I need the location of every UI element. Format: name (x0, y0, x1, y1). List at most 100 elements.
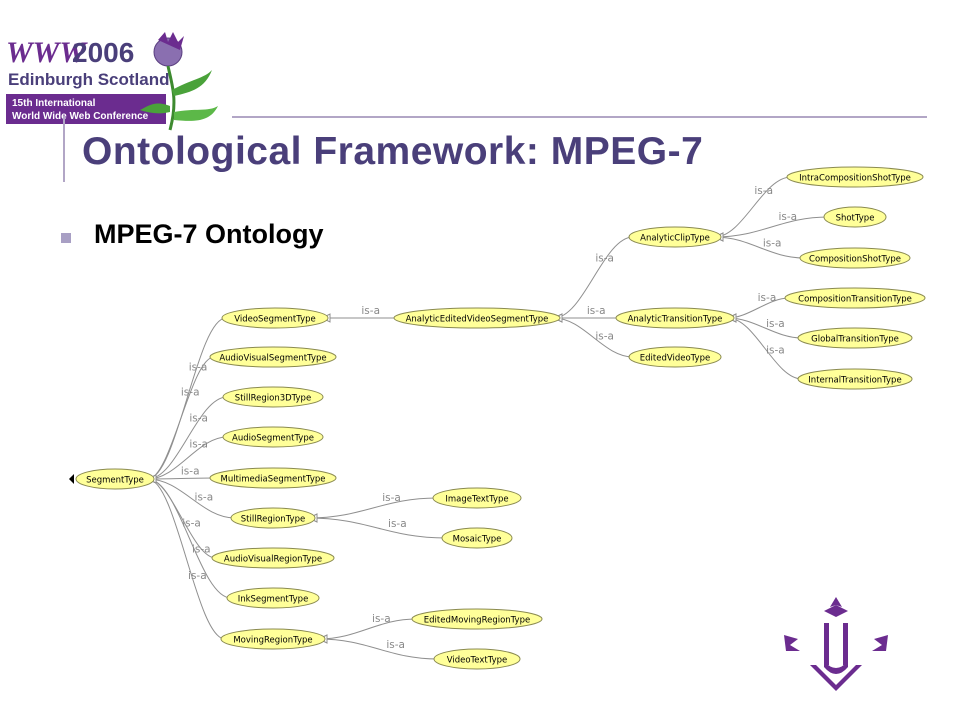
node-AudioVisualSegmentType[interactable]: AudioVisualSegmentType (209, 346, 337, 368)
node-VideoSegmentType[interactable]: VideoSegmentType (221, 307, 329, 329)
node-label: AudioSegmentType (232, 434, 314, 444)
edge-line (147, 436, 228, 480)
node-ellipse (797, 368, 913, 390)
logo-location: Edinburgh Scotland (8, 70, 170, 89)
node-MovingRegionType[interactable]: MovingRegionType (220, 628, 326, 650)
node-MosaicType[interactable]: MosaicType (441, 527, 513, 549)
node-AudioSegmentType[interactable]: AudioSegmentType (222, 426, 324, 448)
node-label: InternalTransitionType (808, 376, 901, 386)
edge-label: is-a (182, 517, 201, 529)
edge-label: is-a (189, 413, 208, 425)
node-VideoTextType[interactable]: VideoTextType (433, 648, 521, 670)
node-ellipse (823, 206, 887, 228)
edge-IntraCompositionShotType-to-AnalyticClipType: is-a (713, 176, 792, 242)
edge-line (714, 176, 792, 238)
node-SegmentType[interactable]: SegmentType (75, 468, 155, 490)
node-CompositionTransitionType[interactable]: CompositionTransitionType (784, 287, 926, 309)
node-ellipse (628, 226, 722, 248)
edge-label: is-a (361, 305, 380, 317)
edge-MosaicType-to-StillRegionType: is-a (307, 513, 447, 539)
edge-label: is-a (181, 387, 200, 399)
edge-AnalyticEditedVideoSegmentType-to-VideoSegmentType: is-a (320, 305, 398, 323)
edge-line (147, 478, 232, 599)
title-rule (63, 116, 65, 182)
node-ImageTextType[interactable]: ImageTextType (432, 487, 522, 509)
node-IntraCompositionShotType[interactable]: IntraCompositionShotType (786, 166, 924, 188)
edge-InternalTransitionType-to-AnalyticTransitionType: is-a (726, 313, 803, 380)
bullet-text: MPEG-7 Ontology (94, 219, 324, 249)
edge-line (553, 317, 634, 358)
node-InkSegmentType[interactable]: InkSegmentType (226, 587, 320, 609)
node-ellipse (209, 467, 337, 489)
node-label: CompositionTransitionType (798, 295, 912, 305)
node-EditedVideoType[interactable]: EditedVideoType (628, 346, 722, 368)
node-ellipse (628, 346, 722, 368)
node-ellipse (433, 648, 521, 670)
logo-www: WWW (6, 36, 88, 69)
edge-VideoTextType-to-MovingRegionType: is-a (317, 634, 439, 660)
logo-year: 2006 (72, 37, 134, 68)
edge-line (553, 236, 634, 319)
node-ellipse (784, 287, 926, 309)
edge-ImageTextType-to-StillRegionType: is-a (307, 492, 438, 523)
university-emblem-icon (784, 597, 888, 691)
edge-label: is-a (195, 491, 214, 503)
edge-label: is-a (778, 211, 797, 223)
edge-line (318, 638, 439, 660)
edge-line (147, 396, 228, 480)
edge-line (714, 216, 829, 238)
edge-line (308, 497, 438, 519)
node-StillRegion3DType[interactable]: StillRegion3DType (222, 386, 324, 408)
node-label: GlobalTransitionType (811, 335, 899, 345)
edge-label: is-a (189, 439, 208, 451)
node-InternalTransitionType[interactable]: InternalTransitionType (797, 368, 913, 390)
edge-line (727, 317, 803, 380)
nodes-layer: SegmentType VideoSegmentTypeAudioVisualSe… (69, 166, 926, 670)
node-ellipse (221, 307, 329, 329)
node-label: VideoTextType (447, 656, 508, 666)
node-label: StillRegionType (241, 515, 305, 525)
edge-label: is-a (189, 361, 208, 373)
node-ellipse (799, 247, 911, 269)
node-AnalyticTransitionType[interactable]: AnalyticTransitionType (615, 307, 735, 329)
edge-label: is-a (595, 330, 614, 342)
node-label: AnalyticTransitionType (628, 315, 723, 325)
node-label: AudioVisualSegmentType (219, 354, 326, 364)
node-AnalyticEditedVideoSegmentType[interactable]: AnalyticEditedVideoSegmentType (393, 307, 561, 329)
node-AnalyticClipType[interactable]: AnalyticClipType (628, 226, 722, 248)
node-label: CompositionShotType (809, 255, 901, 265)
node-label: MosaicType (453, 535, 502, 545)
node-ellipse (222, 426, 324, 448)
node-label: SegmentType (86, 476, 144, 486)
edge-label: is-a (372, 613, 391, 625)
node-CompositionShotType[interactable]: CompositionShotType (799, 247, 911, 269)
node-label: EditedMovingRegionType (424, 616, 530, 626)
node-MultimediaSegmentType[interactable]: MultimediaSegmentType (209, 467, 337, 489)
www2006-logo: WWW 2006 Edinburgh Scotland 15th Interna… (6, 32, 218, 131)
edge-GlobalTransitionType-to-AnalyticTransitionType: is-a (726, 313, 803, 339)
node-label: MultimediaSegmentType (220, 475, 325, 485)
edge-ShotType-to-AnalyticClipType: is-a (713, 211, 829, 242)
node-AudioVisualRegionType[interactable]: AudioVisualRegionType (211, 547, 335, 569)
node-ellipse (441, 527, 513, 549)
node-ellipse (797, 327, 913, 349)
node-ShotType[interactable]: ShotType (823, 206, 887, 228)
node-label: AnalyticClipType (640, 234, 710, 244)
node-ellipse (432, 487, 522, 509)
expand-arrow-icon[interactable] (69, 474, 74, 484)
node-EditedMovingRegionType[interactable]: EditedMovingRegionType (411, 608, 543, 630)
edge-line (318, 618, 417, 640)
node-ellipse (211, 547, 335, 569)
node-ellipse (220, 628, 326, 650)
edge-line (147, 478, 236, 519)
node-ellipse (226, 587, 320, 609)
node-StillRegionType[interactable]: StillRegionType (230, 507, 316, 529)
edge-label: is-a (763, 238, 782, 250)
node-label: EditedVideoType (640, 354, 710, 364)
edge-label: is-a (595, 252, 614, 264)
node-label: InkSegmentType (238, 595, 309, 605)
node-GlobalTransitionType[interactable]: GlobalTransitionType (797, 327, 913, 349)
node-label: IntraCompositionShotType (799, 174, 911, 184)
edge-label: is-a (188, 570, 207, 582)
